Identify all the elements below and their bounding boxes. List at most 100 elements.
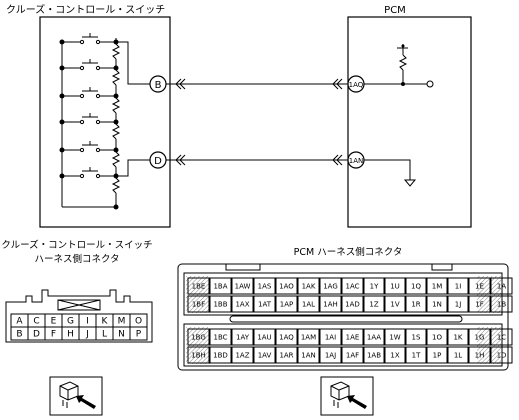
pcm-pin-cell (253, 346, 276, 364)
terminal-1aq-label: 1AQ (349, 81, 364, 89)
switch-pin-label: L (102, 330, 107, 340)
pcm-pin-label: 1K (453, 334, 462, 342)
pcm-pin-label: 1V (390, 301, 399, 309)
pcm-pin-label: 1C (497, 334, 506, 342)
pcm-pin-label: 1AH (323, 301, 338, 309)
pcm-pin-cell (468, 277, 491, 295)
pcm-pin-label: 1AO (279, 283, 294, 291)
pcm-pin-label: 1P (433, 352, 442, 360)
pcm-pin-cell (297, 328, 320, 346)
pcm-pin-cell (231, 346, 254, 364)
switch-pin-label: M (118, 317, 126, 327)
pcm-pin-cell (341, 277, 364, 295)
pcm-pin-label: 1AC (345, 283, 359, 291)
pcm-pin-label: 1N (432, 301, 442, 309)
pcm-pin-cell (363, 295, 385, 313)
pcm-internal-circuit (364, 44, 434, 187)
pcm-pin-cell (319, 328, 342, 346)
pcm-pin-cell (275, 277, 298, 295)
switch-pin-label: A (16, 317, 23, 327)
pcm-pin-cell (468, 328, 491, 346)
pcm-pin-label: 1R (411, 301, 420, 309)
pcm-pin-cell (426, 295, 448, 313)
pcm-pin-cell (490, 328, 513, 346)
pcm-pin-cell (253, 295, 276, 313)
pcm-pin-label: 1AL (302, 301, 315, 309)
pcm-pin-cell (275, 346, 298, 364)
pcm-pin-label: 1J (455, 301, 462, 309)
pcm-pin-label: 1BB (213, 301, 227, 309)
pcm-box (347, 16, 472, 228)
pcm-pin-label: 1AD (345, 301, 360, 309)
pcm-pin-label: 1H (475, 352, 485, 360)
pcm-pin-cell (209, 328, 232, 346)
pcm-pin-cell (384, 346, 406, 364)
switch-pin-label: H (67, 330, 74, 340)
pcm-pin-label: 1E (475, 283, 484, 291)
pcm-pin-cell (490, 346, 513, 364)
connector-insert-direction-icon (49, 376, 103, 416)
switch-pin-label: C (33, 317, 39, 327)
pcm-pin-label: 1AZ (235, 352, 249, 360)
switch-title: クルーズ・コントロール・スイッチ (6, 3, 165, 16)
pcm-pin-cell (253, 277, 276, 295)
pcm-pin-label: 1Z (369, 301, 378, 309)
switch-harness-connector (5, 289, 153, 343)
terminal-1an-label: 1AN (349, 157, 363, 165)
pcm-pin-cell (341, 295, 364, 313)
pcm-pin-label: 1O (432, 334, 442, 342)
pcm-pin-cell (231, 277, 254, 295)
pcm-pin-label: 1F (475, 301, 483, 309)
pcm-pin-label: 1Y (370, 283, 379, 291)
connector-insert-direction-icon (320, 376, 374, 416)
pcm-pin-cell (341, 346, 364, 364)
switch-pin-label: I (86, 317, 89, 327)
pcm-pin-cell (363, 328, 385, 346)
pcm-pin-cell (490, 295, 513, 313)
pcm-pin-label: 1S (412, 334, 421, 342)
switch-pin-label: K (102, 317, 109, 327)
pcm-pin-cell (468, 346, 491, 364)
pcm-pin-label: 1M (432, 283, 443, 291)
switch-pin-label: N (118, 330, 125, 340)
pcm-pin-label: 1AS (258, 283, 272, 291)
pcm-pin-cell (187, 346, 210, 364)
pcm-pin-label: 1AP (280, 301, 293, 309)
pcm-pin-cell (426, 346, 448, 364)
pcm-pin-cell (275, 295, 298, 313)
switch-pin-label: O (135, 317, 142, 327)
switch-pin-label: F (51, 330, 56, 340)
pcm-pin-label: 1D (497, 352, 507, 360)
pcm-pin-label: 1AT (258, 301, 272, 309)
pcm-pin-cell (468, 295, 491, 313)
pcm-pin-cell (405, 295, 427, 313)
pcm-pin-label: 1W (389, 334, 400, 342)
pcm-pin-label: 1AA (367, 334, 381, 342)
pcm-pin-label: 1AW (235, 283, 251, 291)
switch-pin-label: E (51, 317, 57, 327)
pcm-pin-label: 1AG (323, 283, 338, 291)
pcm-pin-cell (447, 277, 469, 295)
pcm-pin-label: 1AJ (325, 352, 336, 360)
pcm-pin-cell (384, 277, 406, 295)
pcm-pin-label: 1AR (279, 352, 293, 360)
pcm-pin-cell (405, 346, 427, 364)
switch-contacts (59, 33, 119, 210)
pcm-pin-label: 1BD (213, 352, 228, 360)
pcm-pin-label: 1AM (301, 334, 316, 342)
switch-pin-label: P (136, 330, 142, 340)
harness-wires (166, 78, 348, 166)
pcm-pin-label: 1AK (302, 283, 316, 291)
pcm-pin-cell (231, 328, 254, 346)
pcm-pin-cell (405, 328, 427, 346)
pcm-pin-cell (319, 295, 342, 313)
pcm-pin-cell (363, 277, 385, 295)
switch-box (39, 16, 171, 228)
pcm-pin-label: 1BA (213, 283, 227, 291)
pcm-pin-cell (297, 277, 320, 295)
pcm-pin-cell (447, 295, 469, 313)
pcm-pin-label: 1AU (257, 334, 271, 342)
